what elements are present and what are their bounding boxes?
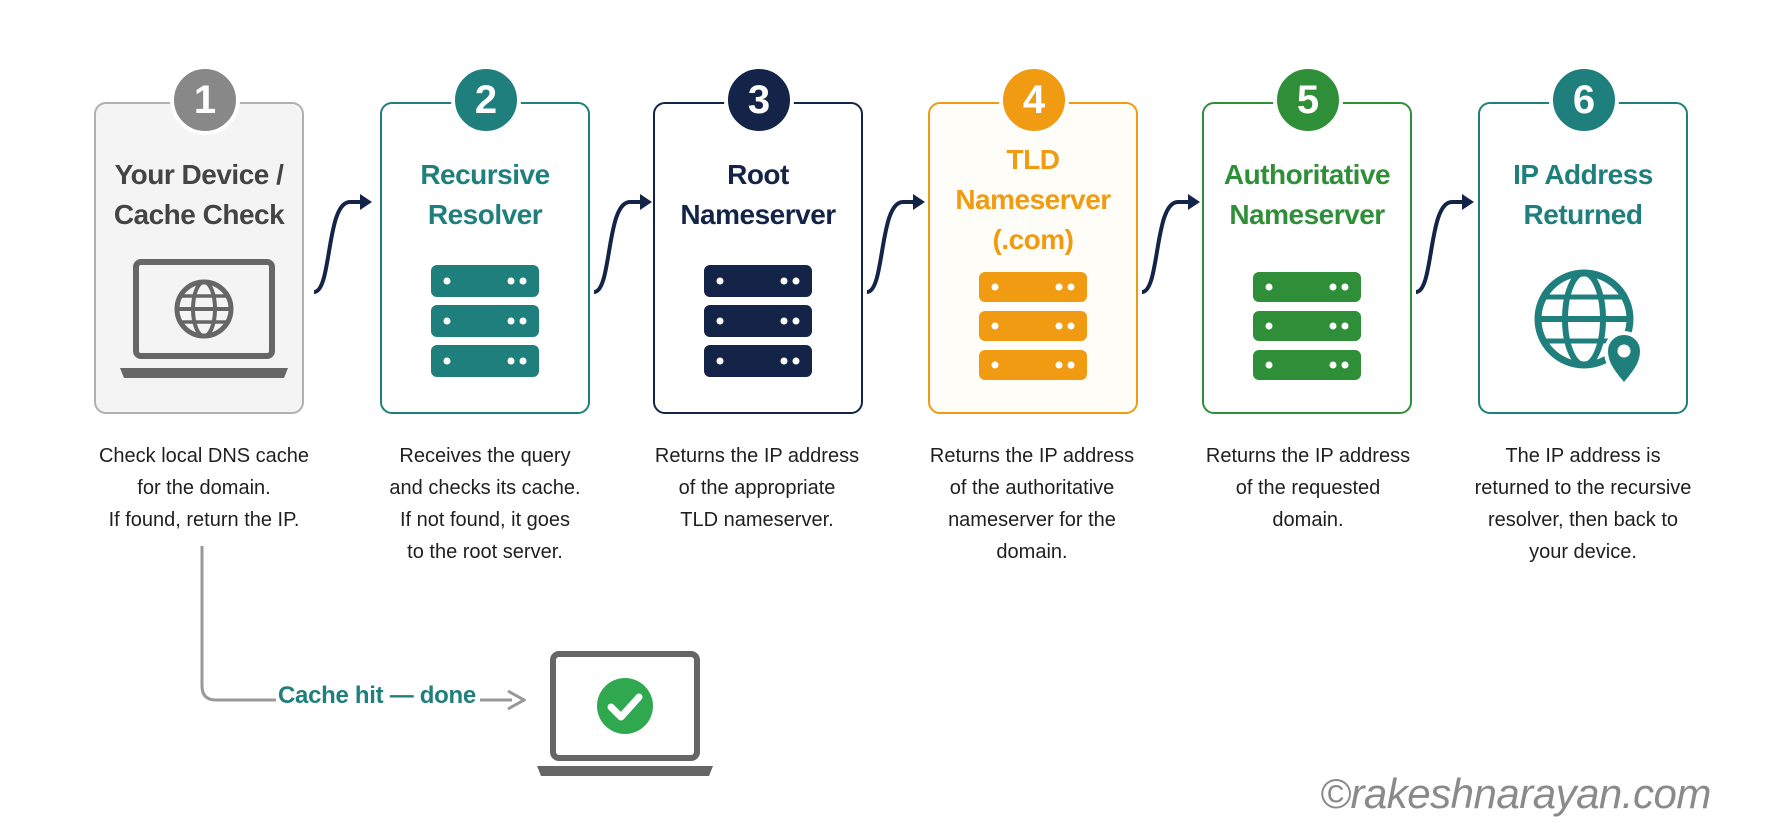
server-stack-icon: [1253, 272, 1361, 380]
step-4-badge: 4: [999, 65, 1069, 135]
server-stack-icon: [704, 265, 812, 377]
step-1-description: Check local DNS cache for the domain. If…: [98, 445, 310, 531]
step-3-description: Returns the IP address of the appropriat…: [654, 445, 860, 531]
step-5-title: Authoritative Nameserver: [1223, 159, 1391, 230]
flow-arrow-5-6: [1415, 194, 1474, 294]
flow-arrow-1-2: [313, 194, 372, 294]
step-3-badge: 3: [724, 65, 794, 135]
step-6-title: IP Address Returned: [1513, 159, 1653, 230]
flow-arrow-2-3: [593, 194, 652, 294]
globe-location-icon: [1534, 269, 1645, 385]
step-1-title: Your Device / Cache Check: [113, 159, 285, 230]
step-2-card: [380, 102, 590, 414]
step-2-badge: 2: [451, 65, 521, 135]
step-2-title: Recursive Resolver: [420, 159, 550, 230]
cache-hit-label: Cache hit — done: [278, 682, 476, 709]
step-6-badge: 6: [1549, 65, 1619, 135]
cache-hit-branch-line: [200, 546, 276, 702]
laptop-checkmark-icon: [537, 651, 713, 776]
step-2-description: Receives the query and checks its cache.…: [389, 445, 581, 563]
step-5-badge: 5: [1273, 65, 1343, 135]
flow-arrow-4-5: [1141, 194, 1200, 294]
step-4-title: TLD Nameserver (.com): [955, 144, 1111, 255]
laptop-globe-icon: [120, 259, 288, 378]
step-1-badge: 1: [170, 65, 240, 135]
server-stack-icon: [431, 265, 539, 377]
step-5-description: Returns the IP address of the requested …: [1205, 445, 1411, 531]
step-6-description: The IP address is returned to the recurs…: [1474, 445, 1692, 563]
server-stack-icon: [979, 272, 1087, 380]
flow-arrow-3-4: [866, 194, 925, 294]
copyright-watermark: ©rakeshnarayan.com: [1320, 770, 1711, 817]
step-3-title: Root Nameserver: [680, 159, 836, 230]
cache-hit-arrow: [480, 689, 526, 711]
step-1-card: [94, 102, 304, 414]
step-4-description: Returns the IP address of the authoritat…: [929, 445, 1135, 563]
